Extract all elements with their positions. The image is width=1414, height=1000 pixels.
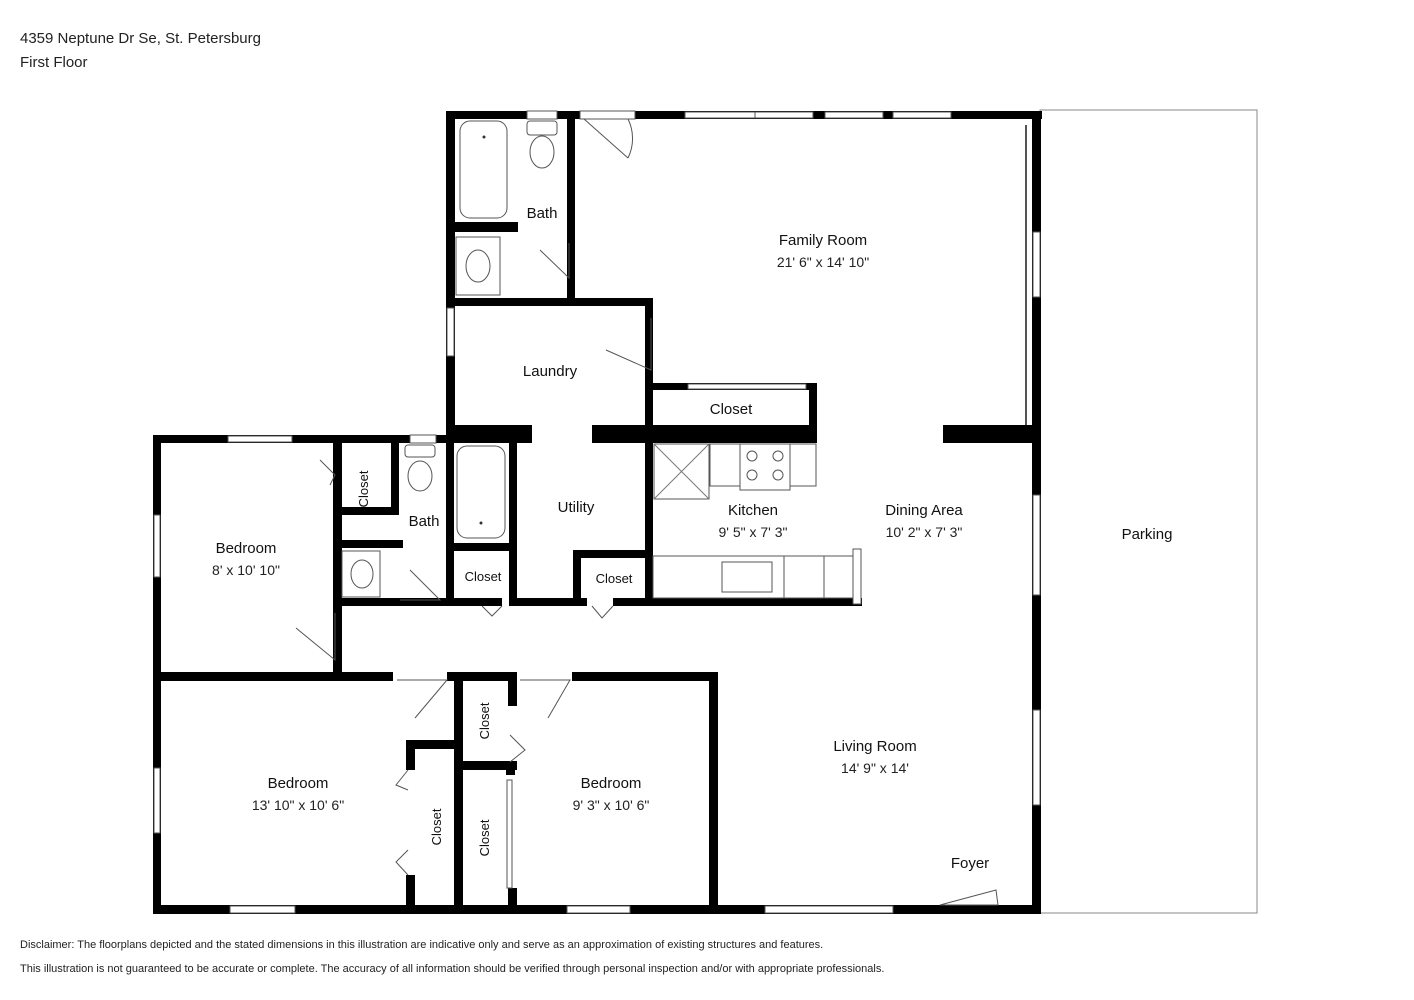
bath-top-label: Bath bbox=[527, 205, 558, 222]
closet-bed1-label: Closet bbox=[356, 470, 371, 507]
dining-area-dims: 10' 2" x 7' 3" bbox=[886, 524, 963, 540]
family-room-label: Family Room bbox=[779, 232, 867, 249]
living-room-dims: 14' 9" x 14' bbox=[841, 760, 909, 776]
parking-label: Parking bbox=[1122, 526, 1173, 543]
laundry-label: Laundry bbox=[523, 363, 578, 380]
dining-area-label: Dining Area bbox=[885, 502, 963, 519]
address-title: 4359 Neptune Dr Se, St. Petersburg bbox=[20, 30, 261, 47]
closet-hall-1-label: Closet bbox=[465, 569, 502, 584]
parking-area bbox=[1039, 109, 1258, 914]
bath-mid-label: Bath bbox=[409, 513, 440, 530]
disclaimer-line-2: This illustration is not guaranteed to b… bbox=[20, 963, 885, 975]
disclaimer-line-1: Disclaimer: The floorplans depicted and … bbox=[20, 939, 824, 951]
closet-hall-2-label: Closet bbox=[596, 571, 633, 586]
closet-bed3-top-label: Closet bbox=[477, 702, 492, 739]
closet-kitchen-label: Closet bbox=[710, 401, 753, 418]
kitchen-dims: 9' 5" x 7' 3" bbox=[719, 524, 788, 540]
floor-label: First Floor bbox=[20, 54, 88, 71]
kitchen-label: Kitchen bbox=[728, 502, 778, 519]
living-room-label: Living Room bbox=[833, 738, 916, 755]
bedroom-2-dims: 13' 10" x 10' 6" bbox=[252, 797, 344, 813]
family-room-dims: 21' 6" x 14' 10" bbox=[777, 254, 869, 270]
bedroom-1-dims: 8' x 10' 10" bbox=[212, 562, 280, 578]
fixtures bbox=[341, 120, 862, 605]
bedroom-3-label: Bedroom bbox=[581, 775, 642, 792]
closet-bed3-bottom-label: Closet bbox=[477, 819, 492, 856]
bedroom-2-label: Bedroom bbox=[268, 775, 329, 792]
windows bbox=[153, 110, 1041, 914]
bedroom-1-label: Bedroom bbox=[216, 540, 277, 557]
utility-label: Utility bbox=[558, 499, 595, 516]
doors bbox=[295, 118, 999, 906]
closet-bed2-label: Closet bbox=[429, 808, 444, 845]
bedroom-3-dims: 9' 3" x 10' 6" bbox=[573, 797, 650, 813]
foyer-label: Foyer bbox=[951, 855, 989, 872]
interior-walls bbox=[153, 111, 1041, 914]
room-labels: Family Room 21' 6" x 14' 10" Bath Laundr… bbox=[212, 205, 1172, 872]
